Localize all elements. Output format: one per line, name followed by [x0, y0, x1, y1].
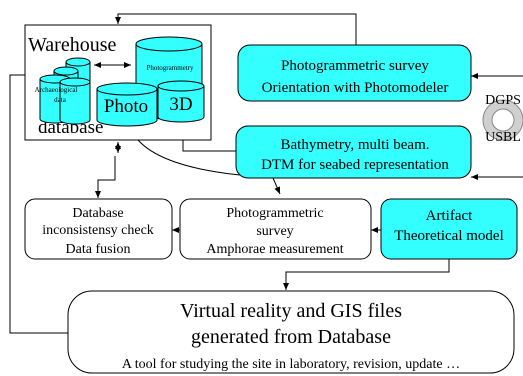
- amphorae-survey-line3: Amphorae measurement: [206, 242, 343, 257]
- connector-survey-to-warehouse-top: [115, 13, 357, 45]
- photogrammetric-survey-line2: Orientation with Photomodeler: [262, 80, 449, 96]
- dgps-usbl-ring: [482, 99, 523, 141]
- connector-vr-to-warehouse-left: [9, 72, 68, 334]
- bathymetry-line1: Bathymetry, multi beam.: [281, 137, 430, 153]
- database-check-line1: Database: [72, 206, 123, 221]
- virtual-reality-box: [67, 290, 515, 374]
- photo-cylinder-label: Photo: [104, 96, 148, 117]
- archaeological-data-label-1: Archaeological: [35, 86, 78, 94]
- artifact-line1: Artifact: [426, 208, 473, 224]
- database-check-line3: Data fusion: [66, 242, 131, 257]
- amphorae-survey-box: [179, 198, 372, 260]
- amphorae-survey-line2: survey: [256, 224, 293, 239]
- database-check-box: [24, 198, 173, 260]
- database-check-line2: inconsistensy check: [42, 223, 154, 238]
- warehouse-title: Warehouse: [28, 34, 116, 56]
- virtual-reality-line1: Virtual reality and GIS files: [180, 300, 402, 322]
- bathymetry-line2: DTM for seabed representation: [261, 157, 449, 173]
- 3d-cylinder: [157, 80, 205, 123]
- amphorae-survey-line1: Photogrammetric: [226, 206, 323, 221]
- 3d-cylinder-label: 3D: [169, 94, 192, 115]
- artifact-line2: Theoretical model: [394, 228, 504, 244]
- photo-cylinder: [96, 82, 158, 127]
- photogrammetric-survey-line1: Photogrammetric survey: [281, 58, 429, 74]
- virtual-reality-line2: generated from Database: [191, 326, 391, 348]
- bathymetry-box: [235, 125, 472, 179]
- connector-warehouse-to-database-check: [95, 156, 116, 198]
- archaeological-data-cylinders: [39, 57, 91, 125]
- artifact-box: [380, 198, 518, 260]
- photogrammetric-survey-box: [237, 44, 472, 102]
- usbl-label: USBL: [485, 130, 521, 145]
- photogrammetry-cylinder-label: Photogrammetry: [146, 64, 194, 72]
- virtual-reality-line3: A tool for studying the site in laborato…: [122, 357, 460, 372]
- archaeological-data-label-2: data: [54, 96, 67, 104]
- dgps-label: DGPS: [485, 93, 521, 108]
- connector-artifact-to-vr: [283, 259, 450, 290]
